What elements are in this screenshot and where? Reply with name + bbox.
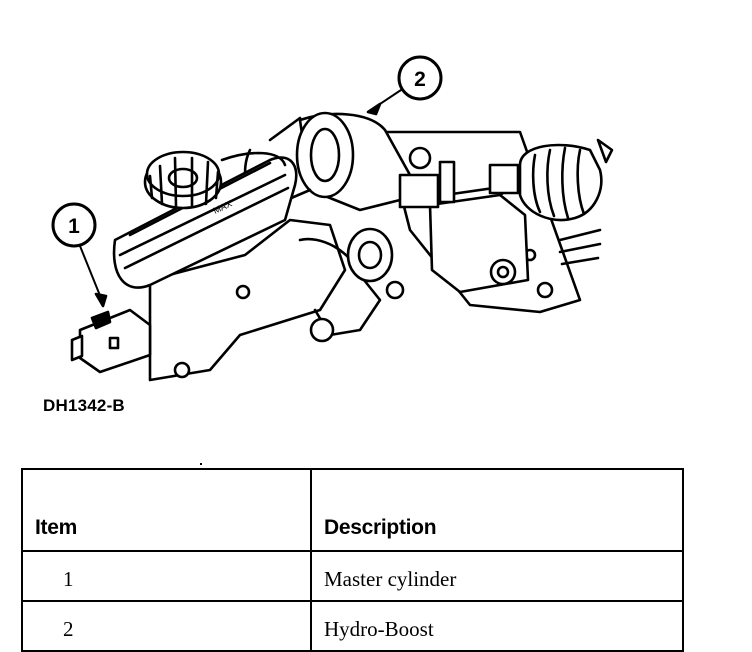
hydro-boost-unit [243, 111, 412, 212]
item-number: 2 [21, 600, 312, 652]
callout-2-number: 2 [414, 68, 426, 91]
fluid-level-sensor [70, 308, 152, 374]
figure-code: DH1342-B [43, 396, 125, 415]
callout-1-number: 1 [68, 215, 80, 238]
valve-block [398, 146, 530, 294]
input-rod-boot [518, 138, 614, 222]
item-description: Hydro-Boost [310, 600, 684, 652]
item-column-header: Item [21, 468, 312, 552]
description-column-header: Description [310, 468, 684, 552]
parts-table: Item Description 1 Master cylinder 2 Hyd… [21, 468, 684, 652]
reservoir-cap [143, 150, 223, 210]
master-cylinder-illustration: 2 1 MAX [51, 55, 614, 382]
table-header-row: Item Description [21, 468, 684, 552]
stray-dot [200, 463, 202, 465]
master-cylinder-body [148, 218, 405, 382]
item-description: Master cylinder [310, 550, 684, 602]
callout-2 [366, 55, 443, 116]
fluid-reservoir [112, 151, 298, 289]
item-number: 1 [21, 550, 312, 602]
table-row: 1 Master cylinder [21, 550, 684, 602]
table-row: 2 Hydro-Boost [21, 600, 684, 652]
callout-1 [51, 202, 108, 308]
